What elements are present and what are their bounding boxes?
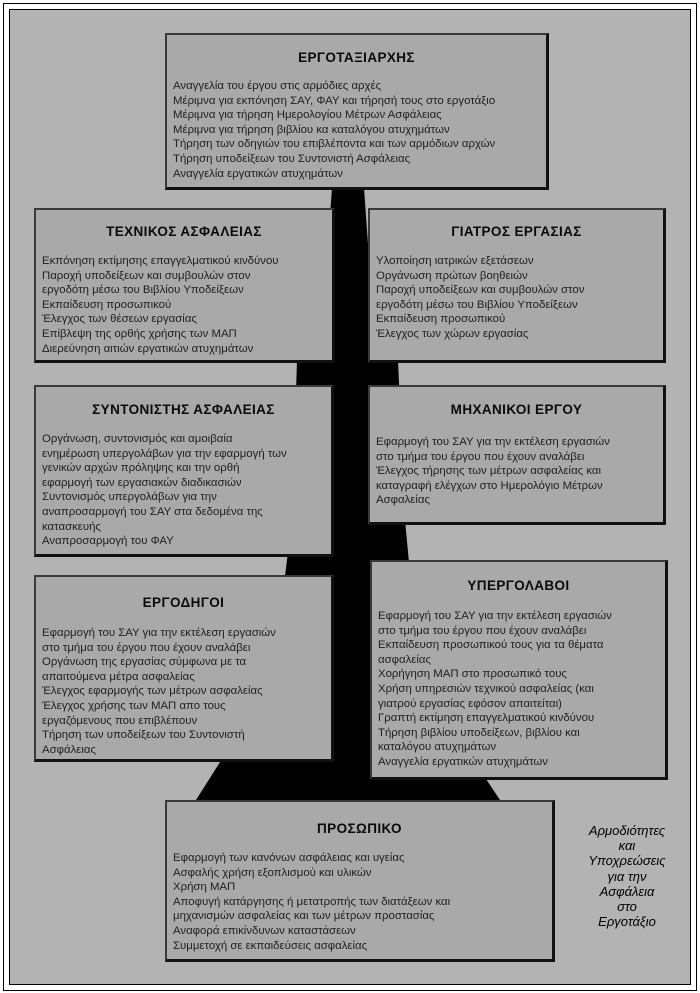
caption-line: Ασφάλεια <box>599 883 655 899</box>
box-title: ΓΙΑΤΡΟΣ ΕΡΓΑΣΙΑΣ <box>451 224 582 239</box>
list-item: Αναπροσαρμογή του ΦΑΥ <box>42 535 174 548</box>
box-title: ΜΗΧΑΝΙΚΟΙ ΕΡΓΟΥ <box>450 402 583 417</box>
list-item: εργαζόμενους που επιβλέπουν <box>42 714 198 727</box>
list-item: Έλεγχος εφαρμογής των μέτρων ασφαλείας <box>42 685 263 698</box>
list-item: Γραπτή εκτίμηση επαγγελματικού κινδύνου <box>378 712 595 725</box>
caption-line: στο <box>617 899 637 915</box>
list-item: εφαρμογή των εργασιακών διαδικασιών <box>42 476 242 489</box>
list-item: Οργάνωση, συντονισμός και αμοιβαία <box>42 433 233 445</box>
list-item: Εφαρμογή του ΣΑΥ για την εκτέλεση εργασι… <box>378 610 612 622</box>
list-item: Συμμετοχή σε εκπαιδεύσεις ασφαλείας <box>173 939 368 952</box>
list-item: γιατρού εργασίας εφόσον απαιτείται) <box>378 697 562 710</box>
list-item: Χρήση υπηρεσιών τεχνικού ασφαλείας (και <box>378 682 594 695</box>
caption-line: Υποχρεώσεις <box>588 853 666 869</box>
box-title: ΠΡΟΣΩΠΙΚΟ <box>317 821 402 836</box>
outer-frame <box>3 3 697 991</box>
box-project-engineers: ΜΗΧΑΝΙΚΟΙ ΕΡΓΟΥ Εφαρμογή του ΣΑΥ για την… <box>368 385 666 525</box>
list-item: Οργάνωση πρώτων βοηθειών <box>376 269 528 282</box>
list-item: Έλεγχος χρήσης των ΜΑΠ απο τους <box>42 699 226 712</box>
box-foremen: ΕΡΓΟΔΗΓΟΙ Εφαρμογή του ΣΑΥ για την εκτέλ… <box>34 575 334 762</box>
list-item: καταγραφή ελέγχων στο Ημερολόγιο Μέτρων <box>376 479 603 492</box>
list-item: Μέριμνα για τήρηση βιβλίου κα καταλόγου … <box>173 123 450 136</box>
list-item: Ασφάλειας <box>42 743 96 756</box>
list-item: απαιτούμενα μέτρα ασφαλείας <box>42 670 195 683</box>
caption-line: Εργοτάξιο <box>598 914 656 930</box>
list-item: Εφαρμογή του ΣΑΥ για την εκτέλεση εργασι… <box>42 627 276 639</box>
box-subcontractors: ΥΠΕΡΓΟΛΑΒΟΙ Εφαρμογή του ΣΑΥ για την εκτ… <box>370 560 668 780</box>
caption-line: Αρμοδιότητες <box>588 823 666 838</box>
list-item: Εκπαίδευση προσωπικού τους για τα θέματα <box>378 639 604 652</box>
list-item: κατασκευής <box>42 520 101 533</box>
list-item: Εφαρμογή των κανόνων ασφάλειας και υγεία… <box>173 852 405 864</box>
list-item: Εκπαίδευση προσωπικού <box>42 298 172 311</box>
list-item: ασφαλείας <box>378 653 431 666</box>
box-employer: ΕΡΓΟΤΑΞΙΑΡΧΗΣ Αναγγελία του έργου στις α… <box>165 33 549 190</box>
box-title: ΥΠΕΡΓΟΛΑΒΟΙ <box>467 578 570 593</box>
list-item: Αναγγελία του έργου στις αρμόδιες αρχές <box>173 80 382 92</box>
list-item: εργοδότη μέσω του Βιβλίου Υποδείξεων <box>42 284 244 297</box>
list-item: Επίβλεψη της ορθής χρήσης των ΜΑΠ <box>42 327 237 340</box>
list-item: γενικών αρχών πρόληψης και την ορθή <box>42 462 240 475</box>
box-title: ΕΡΓΟΔΗΓΟΙ <box>142 595 225 610</box>
list-item: Εφαρμογή του ΣΑΥ για την εκτέλεση εργασι… <box>376 436 610 448</box>
list-item: στο τμήμα του έργου που έχουν αναλάβει <box>376 450 585 463</box>
diagram-caption: Αρμοδιότητες και Υποχρεώσεις για την Ασφ… <box>572 823 682 929</box>
box-safety-coordinator: ΣΥΝΤΟΝΙΣΤΗΣ ΑΣΦΑΛΕΙΑΣ Οργάνωση, συντονισ… <box>34 385 334 557</box>
box-title: ΕΡΓΟΤΑΞΙΑΡΧΗΣ <box>298 50 415 65</box>
box-safety-technician: ΤΕΧΝΙΚΟΣ ΑΣΦΑΛΕΙΑΣ Εκπόνηση εκτίμησης επ… <box>34 208 335 363</box>
list-item: Ασφαλείας <box>376 494 430 507</box>
list-item: Αποφυγή κατάργησης ή μετατροπής των διατ… <box>173 895 451 908</box>
list-item: Συντονισμός υπεργολάβων για την <box>42 491 217 504</box>
list-item: Έλεγχος τήρησης των μέτρων ασφαλείας και <box>376 465 601 478</box>
list-item: Αναγγελία εργατικών ατυχημάτων <box>173 167 343 180</box>
list-item: Χορήγηση ΜΑΠ στο προσωπικό τους <box>378 668 567 681</box>
list-item: μηχανισμών ασφαλείας και των μέτρων προσ… <box>173 910 435 923</box>
list-item: Έλεγχος των θέσεων εργασίας <box>42 313 197 326</box>
list-item: Παροχή υποδείξεων και συμβουλών στον <box>42 269 251 282</box>
trunk-shape <box>196 188 500 800</box>
box-staff: ΠΡΟΣΩΠΙΚΟ Εφαρμογή των κανόνων ασφάλειας… <box>165 800 555 962</box>
list-item: Παροχή υποδείξεων και συμβουλών στον <box>376 284 585 297</box>
caption-line: και <box>618 838 636 854</box>
list-item: Τήρηση υποδείξεων του Συντονιστή Ασφάλει… <box>173 152 411 165</box>
list-item: Διερεύνηση αιτιών εργατικών ατυχημάτων <box>42 342 254 355</box>
list-item: Τήρηση των οδηγιών του επιβλέποντα και τ… <box>173 138 496 151</box>
caption-line: για την <box>607 868 647 884</box>
list-item: Οργάνωση της εργασίας σύμφωνα με τα <box>42 656 247 669</box>
box-title: ΣΥΝΤΟΝΙΣΤΗΣ ΑΣΦΑΛΕΙΑΣ <box>92 402 275 417</box>
list-item: Υλοποίηση ιατρικών εξετάσεων <box>376 255 534 267</box>
box-occupational-doctor: ΓΙΑΤΡΟΣ ΕΡΓΑΣΙΑΣ Υλοποίηση ιατρικών εξετ… <box>368 208 666 363</box>
list-item: Αναγγελία εργατικών ατυχημάτων <box>378 755 548 768</box>
list-item: Εκπόνηση εκτίμησης επαγγελματικού κινδύν… <box>42 255 279 267</box>
list-item: καταλόγου ατυχημάτων <box>378 741 497 754</box>
list-item: εργοδότη μέσω του Βιβλίου Υποδείξεων <box>376 298 578 311</box>
list-item: ενημέρωση υπεργολάβων για την εφαρμογή τ… <box>42 447 287 460</box>
list-item: Τήρηση των υποδείξεων του Συντονιστή <box>42 729 245 742</box>
list-item: Μέριμνα για τήρηση Ημερολογίου Μέτρων Ασ… <box>173 109 442 122</box>
list-item: Ασφαλής χρήση εξοπλισμού και υλικών <box>173 866 372 879</box>
list-item: Μέριμνα για εκπόνηση ΣΑΥ, ΦΑΥ και τήρησή… <box>173 94 496 107</box>
list-item: Χρήση ΜΑΠ <box>173 881 236 894</box>
list-item: αναπροσαρμογή του ΣΑΥ στα δεδομένα της <box>42 505 263 518</box>
list-item: Τήρηση βιβλίου υποδείξεων, βιβλίου και <box>378 726 580 739</box>
list-item: στο τμήμα του έργου που έχουν αναλάβει <box>42 641 251 654</box>
list-item: Αναφορά επικίνδυνων καταστάσεων <box>173 924 356 937</box>
list-item: στο τμήμα του έργου που έχουν αναλάβει <box>378 624 587 637</box>
list-item: Έλεγχος των χώρων εργασίας <box>376 327 529 340</box>
list-item: Εκπαίδευση προσωπικού <box>376 313 506 326</box>
box-title: ΤΕΧΝΙΚΟΣ ΑΣΦΑΛΕΙΑΣ <box>106 224 262 239</box>
